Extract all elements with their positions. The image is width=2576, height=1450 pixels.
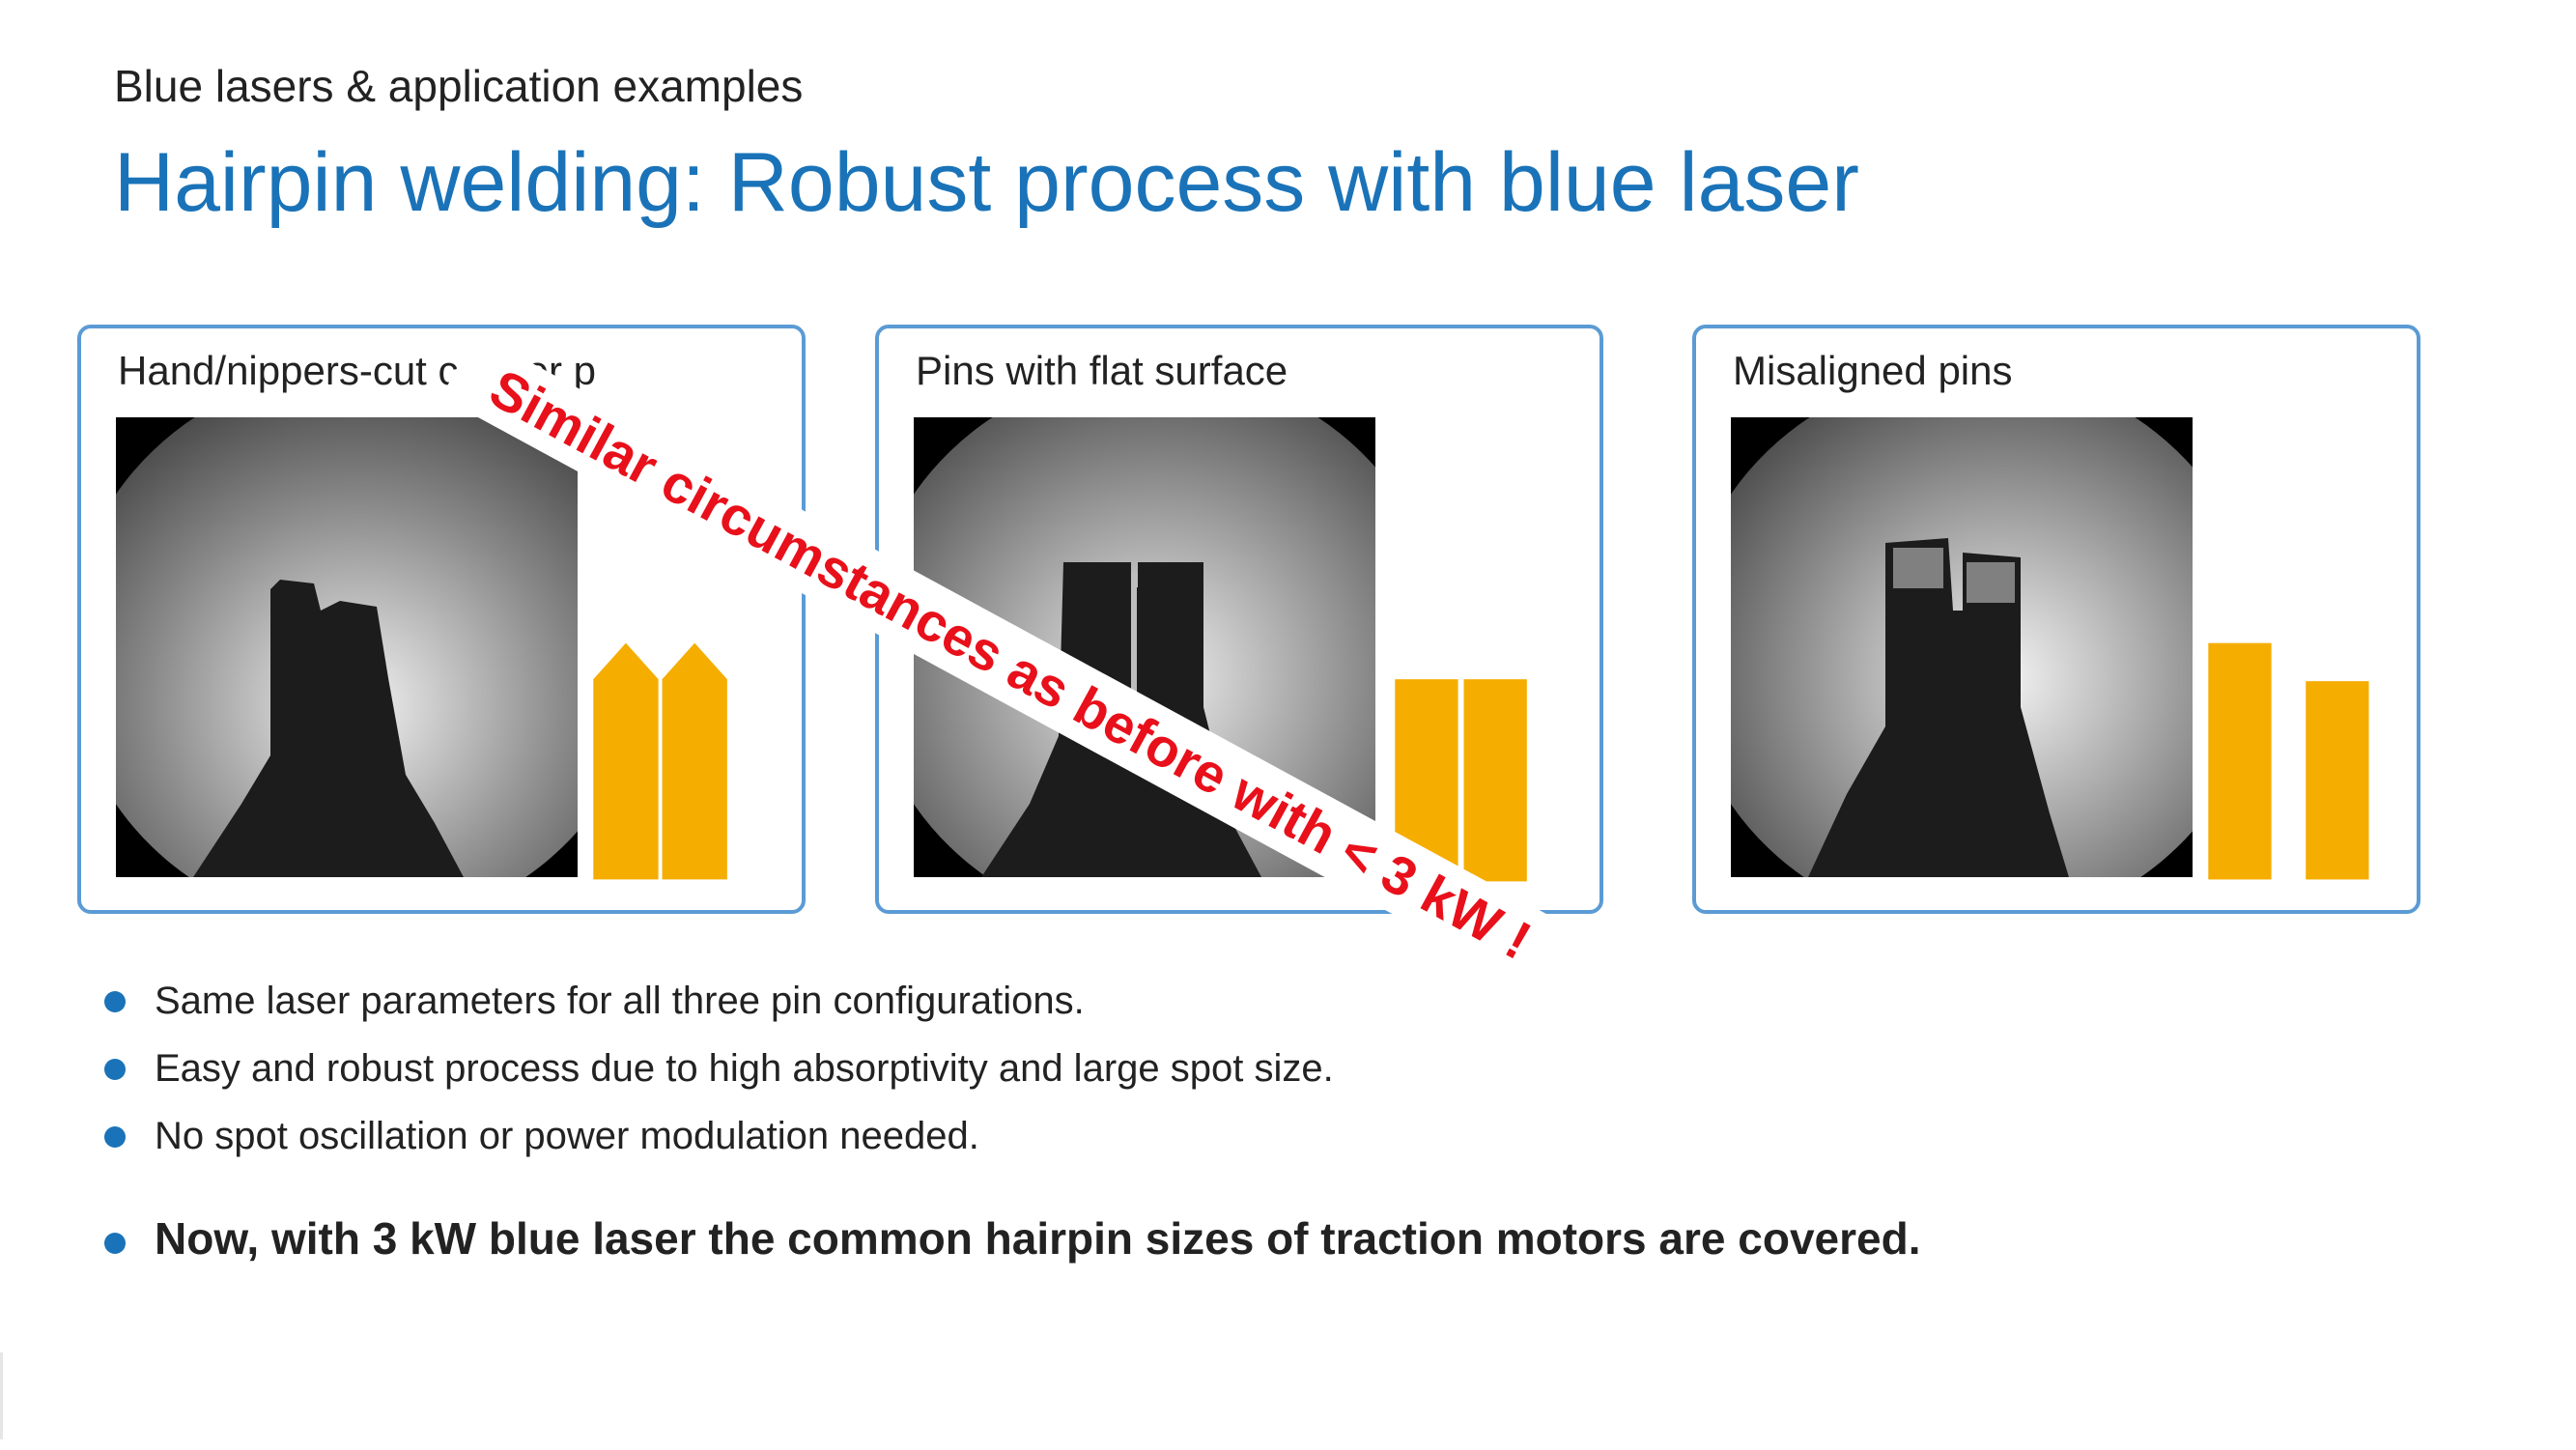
bar-right xyxy=(2306,681,2369,880)
blue-dot-icon xyxy=(104,991,126,1012)
weld-photo xyxy=(1731,417,2193,877)
bullet-text: No spot oscillation or power modulation … xyxy=(155,1115,979,1157)
blue-dot-icon xyxy=(104,1126,126,1148)
left-edge-mark xyxy=(0,1352,3,1439)
slide-title: Hairpin welding: Robust process with blu… xyxy=(114,136,1859,229)
bullet-item: Easy and robust process due to high abso… xyxy=(100,1043,1920,1111)
slide-supertitle: Blue lasers & application examples xyxy=(114,61,804,111)
conclusion-item: Now, with 3 kW blue laser the common hai… xyxy=(100,1213,1920,1281)
blue-dot-icon xyxy=(104,1059,126,1080)
bullet-item: No spot oscillation or power modulation … xyxy=(100,1111,1920,1179)
bar-right xyxy=(1463,679,1527,882)
blue-dot-icon xyxy=(104,1233,126,1254)
conclusion-text: Now, with 3 kW blue laser the common hai… xyxy=(155,1213,1921,1264)
panel-label: Misaligned pins xyxy=(1733,348,2013,393)
panel-label: Pins with flat surface xyxy=(916,348,1288,393)
bullet-list: Same laser parameters for all three pin … xyxy=(100,976,1920,1281)
weld-photo xyxy=(116,417,578,877)
bar-right xyxy=(662,642,727,880)
bullet-text: Same laser parameters for all three pin … xyxy=(155,980,1085,1022)
bar-left xyxy=(2208,642,2272,880)
bullet-text: Easy and robust process due to high abso… xyxy=(155,1047,1334,1090)
panel-hand-cut-pins: Hand/nippers-cut copper p xyxy=(77,325,806,914)
panel-misaligned-pins: Misaligned pins xyxy=(1692,325,2420,914)
bullet-item: Same laser parameters for all three pin … xyxy=(100,976,1920,1043)
bar-left xyxy=(593,642,659,880)
